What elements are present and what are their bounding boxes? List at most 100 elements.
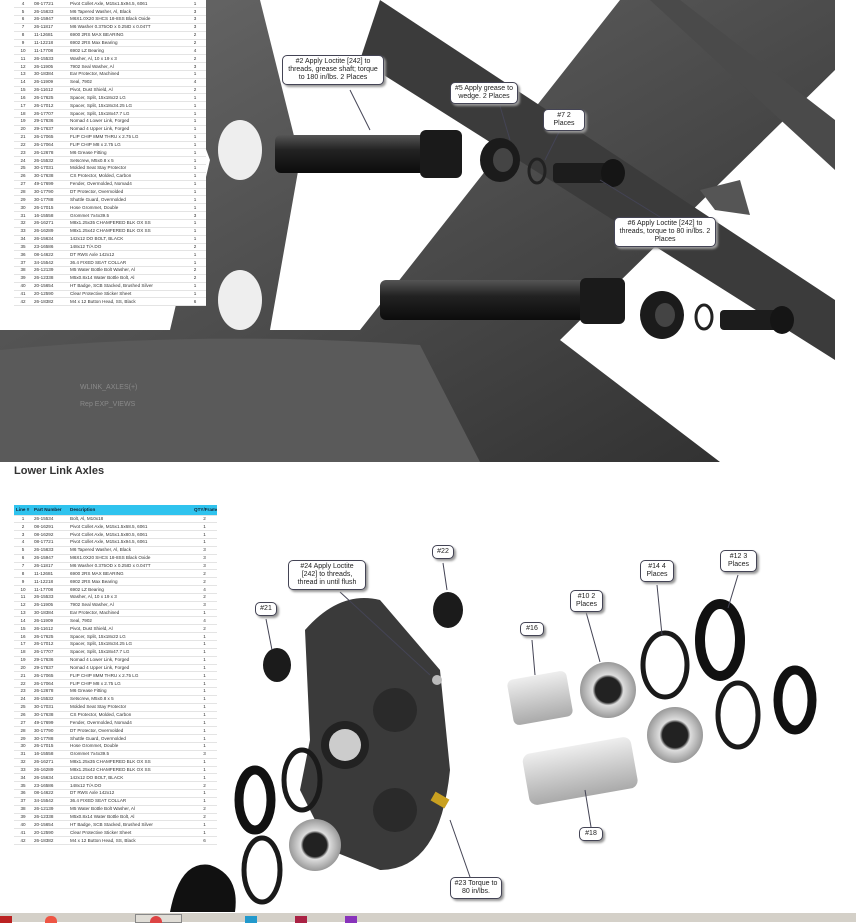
cell-description: FLIP CHIP 8MM THRU x 2.75 LG xyxy=(68,133,184,142)
cell-line-number: 20 xyxy=(14,125,32,134)
cell-line-number: 6 xyxy=(14,554,32,563)
cell-line-number: 37 xyxy=(14,797,32,806)
cell-description: M8x1.25x35 CHAMFERED BLK OX SS xyxy=(68,219,184,228)
cell-description: Nomad 4 Lower Link, Forged xyxy=(68,656,192,665)
cell-qty: 1 xyxy=(184,117,206,126)
cell-part-number: 16-15558 xyxy=(32,211,68,220)
cell-qty: 1 xyxy=(184,148,206,158)
cell-line-number: 8 xyxy=(14,31,32,40)
cell-description: 7902 Seal Washer, Al xyxy=(68,62,184,71)
cell-description: M4 x 12 Button Head, SS, Black xyxy=(68,297,184,307)
cell-qty: 1 xyxy=(192,679,217,689)
cell-description: FLIP CHIP M8 x 2.75 LG xyxy=(68,679,192,689)
callout-18: #18 xyxy=(579,827,603,841)
taskbar-app-icon[interactable] xyxy=(295,916,307,923)
cell-description: M6 Grease Fitting xyxy=(68,148,184,158)
cell-part-number: 26-17012 xyxy=(32,101,68,111)
cell-part-number: 16-15558 xyxy=(32,750,68,759)
cell-part-number: 26-17707 xyxy=(32,648,68,657)
cell-qty: 1 xyxy=(192,538,217,547)
cell-line-number: 16 xyxy=(14,93,32,103)
cell-part-number: 26-12139 xyxy=(32,805,68,814)
callout-10: #10 2 Places xyxy=(570,590,603,612)
cell-line-number: 21 xyxy=(14,133,32,142)
cell-qty: 2 xyxy=(192,805,217,814)
cell-qty: 3 xyxy=(192,601,217,610)
cell-line-number: 38 xyxy=(14,805,32,814)
cell-part-number: 26-11612 xyxy=(32,624,68,634)
cell-qty: 1 xyxy=(184,164,206,173)
cell-qty: 1 xyxy=(192,640,217,649)
cell-qty: 1 xyxy=(192,758,217,767)
cell-description: Pivot, Dust Shield, Al xyxy=(68,86,184,95)
cell-description: Shuttle Guard, Overmolded xyxy=(68,734,192,743)
cell-description: 142x12 DO BOLT, BLACK xyxy=(68,235,184,244)
cell-qty: 1 xyxy=(184,195,206,205)
cell-part-number: 30-17638 xyxy=(32,172,68,181)
cell-qty: 1 xyxy=(184,141,206,150)
cell-qty: 1 xyxy=(192,789,217,798)
cell-part-number: 26-11909 xyxy=(32,616,68,626)
cell-part-number: 26-15634 xyxy=(32,773,68,783)
cell-description: 6900 2RS MAX BEARING xyxy=(68,569,192,579)
cell-qty: 4 xyxy=(184,78,206,87)
cell-part-number: 26-11817 xyxy=(32,23,68,32)
cell-qty: 2 xyxy=(184,31,206,40)
cell-description: DT RWS Axle 142x12 xyxy=(68,250,184,260)
cell-qty: 2 xyxy=(192,781,217,791)
cell-description: Washer, Al, 10 x 19 x 3 xyxy=(68,593,192,602)
cell-part-number: 26-11905 xyxy=(32,601,68,610)
cell-line-number: 15 xyxy=(14,624,32,634)
cell-part-number: 20-12590 xyxy=(32,290,68,299)
taskbar-app-icon[interactable] xyxy=(45,916,57,923)
cell-line-number: 20 xyxy=(14,664,32,673)
cell-line-number: 19 xyxy=(14,117,32,126)
cell-description: Spacer, Split, 15x18x34.25 LG xyxy=(68,640,192,649)
cell-description: Seal, 7902 xyxy=(68,616,192,626)
cell-description: M6 Tapered Washer, Al, Black xyxy=(68,546,192,555)
taskbar-app-icon[interactable] xyxy=(345,916,357,923)
taskbar-app-icon[interactable] xyxy=(0,916,12,923)
cell-qty: 1 xyxy=(192,773,217,783)
callout-24: #24 Apply Loctite [242] to threads, thre… xyxy=(288,560,366,590)
cell-qty: 2 xyxy=(184,54,206,64)
cell-part-number: 26-18382 xyxy=(32,297,68,307)
cell-description: 6900 2RS MAX BEARING xyxy=(68,31,184,40)
cell-qty: 3 xyxy=(184,15,206,24)
cell-description: Clear Protective Sticker Sheet xyxy=(68,828,192,838)
cell-description: M6 Washer 0.375OD x 0.25ID x 0.047T xyxy=(68,23,184,32)
cell-line-number: 26 xyxy=(14,711,32,720)
cell-description: Clear Protective Sticker Sheet xyxy=(68,290,184,299)
cell-part-number: 26-15633 xyxy=(32,7,68,17)
cell-description: Pivot Collet Axle, M15x1.5x94.5, 6061 xyxy=(68,0,184,9)
cell-part-number: 49-17699 xyxy=(32,180,68,189)
cell-description: Hose Grommet, Double xyxy=(68,203,184,213)
cell-qty: 1 xyxy=(184,125,206,134)
cell-part-number: 08-14622 xyxy=(32,250,68,260)
taskbar-app-icon[interactable] xyxy=(245,916,257,923)
cell-qty: 1 xyxy=(184,250,206,260)
cell-line-number: 28 xyxy=(14,188,32,197)
cell-line-number: 32 xyxy=(14,219,32,228)
cell-part-number: 20-15654 xyxy=(32,820,68,830)
cell-part-number: 29-17637 xyxy=(32,125,68,134)
cell-line-number: 30 xyxy=(14,203,32,213)
